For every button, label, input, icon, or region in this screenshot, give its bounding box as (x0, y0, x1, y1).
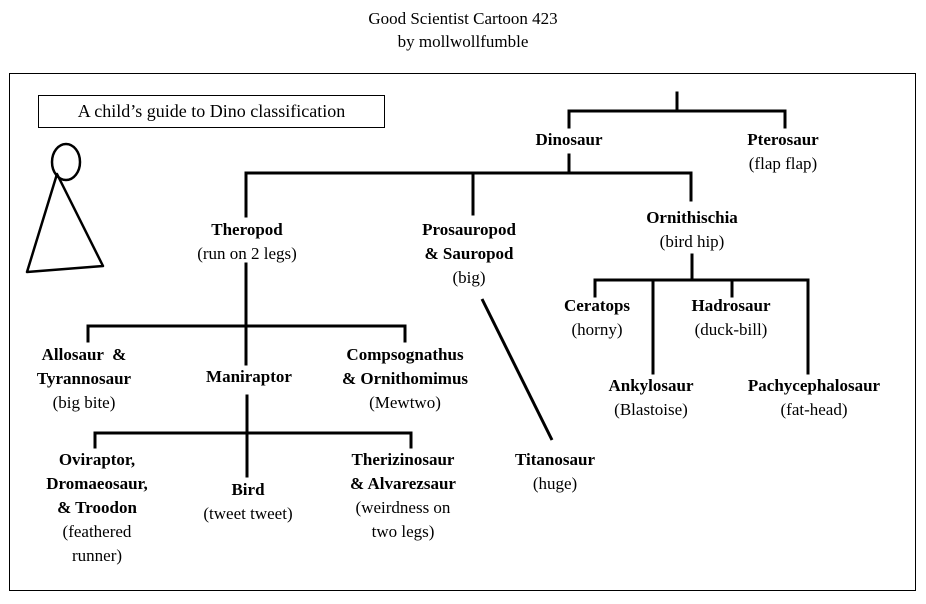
node-allosaur-name-1: Allosaur & (41, 345, 127, 364)
node-therizinosaur-desc-1: (weirdness on (355, 498, 451, 517)
cartoon-frame (9, 73, 916, 591)
node-ornithischia-name: Ornithischia (646, 208, 738, 227)
node-allosaur-desc: (big bite) (52, 393, 116, 412)
node-dinosaur: Dinosaur (535, 128, 602, 152)
node-titanosaur-desc: (huge) (532, 474, 578, 493)
node-maniraptor: Maniraptor (206, 365, 292, 389)
node-sauropod-desc: (big) (452, 268, 486, 287)
node-dinosaur-name: Dinosaur (535, 130, 603, 149)
node-ornithischia-desc: (bird hip) (659, 232, 725, 251)
node-hadrosaur: Hadrosaur (duck-bill) (691, 294, 770, 342)
node-oviraptor-name-1: Oviraptor, (58, 450, 136, 469)
node-oviraptor-name-2: Dromaeosaur, (46, 474, 148, 493)
node-therizinosaur-name-2: & Alvarezsaur (350, 474, 456, 493)
node-therizinosaur-name-1: Therizinosaur (351, 450, 455, 469)
node-sauropod-name-2: & Sauropod (424, 244, 514, 263)
node-ceratops: Ceratops (horny) (564, 294, 630, 342)
cartoon-byline: by mollwollfumble (397, 32, 529, 51)
node-oviraptor-name-3: & Troodon (57, 498, 137, 517)
node-theropod-name: Theropod (211, 220, 283, 239)
connector-to-titanosaur (480, 298, 554, 441)
node-ankylosaur-name: Ankylosaur (608, 376, 694, 395)
cartoon-title: Good Scientist Cartoon 423 (368, 9, 558, 28)
node-sauropod: Prosauropod & Sauropod (big) (422, 218, 516, 290)
node-compsognathus-desc: (Mewtwo) (369, 393, 441, 412)
node-allosaur: Allosaur & Tyrannosaur (big bite) (37, 343, 131, 415)
node-pachycephalosaur-desc: (fat-head) (780, 400, 848, 419)
node-theropod: Theropod (run on 2 legs) (197, 218, 297, 266)
node-pterosaur: Pterosaur (flap flap) (747, 128, 818, 176)
scientist-head (50, 142, 82, 182)
node-compsognathus-name-1: Compsognathus (346, 345, 464, 364)
node-bird-desc: (tweet tweet) (203, 504, 293, 523)
node-compsognathus-name-2: & Ornithomimus (341, 369, 469, 388)
node-titanosaur-name: Titanosaur (515, 450, 595, 469)
node-ceratops-name: Ceratops (563, 296, 631, 315)
node-allosaur-name-2: Tyrannosaur (36, 369, 132, 388)
node-pachycephalosaur: Pachycephalosaur (fat-head) (748, 374, 880, 422)
node-hadrosaur-desc: (duck-bill) (694, 320, 768, 339)
node-ankylosaur-desc: (Blastoise) (614, 400, 688, 419)
node-pachycephalosaur-name: Pachycephalosaur (747, 376, 881, 395)
node-ornithischia: Ornithischia (bird hip) (646, 206, 738, 254)
node-theropod-desc: (run on 2 legs) (197, 244, 297, 263)
node-compsognathus: Compsognathus & Ornithomimus (Mewtwo) (342, 343, 468, 415)
node-bird-name: Bird (231, 480, 265, 499)
node-hadrosaur-name: Hadrosaur (691, 296, 771, 315)
node-therizinosaur-desc-2: two legs) (371, 522, 435, 541)
node-oviraptor: Oviraptor, Dromaeosaur, & Troodon (feath… (46, 448, 148, 568)
node-sauropod-name-1: Prosauropod (422, 220, 516, 239)
node-therizinosaur: Therizinosaur & Alvarezsaur (weirdness o… (350, 448, 456, 544)
node-ceratops-desc: (horny) (571, 320, 623, 339)
node-bird: Bird (tweet tweet) (203, 478, 292, 526)
node-pterosaur-name: Pterosaur (747, 130, 819, 149)
node-oviraptor-desc-1: (feathered (62, 522, 132, 541)
node-titanosaur: Titanosaur (huge) (515, 448, 595, 496)
node-pterosaur-desc: (flap flap) (748, 154, 818, 173)
node-maniraptor-name: Maniraptor (206, 367, 292, 386)
node-ankylosaur: Ankylosaur (Blastoise) (608, 374, 693, 422)
guide-caption-box: A child’s guide to Dino classification (38, 95, 385, 128)
scientist-body (25, 172, 105, 274)
node-oviraptor-desc-2: runner) (71, 546, 123, 565)
